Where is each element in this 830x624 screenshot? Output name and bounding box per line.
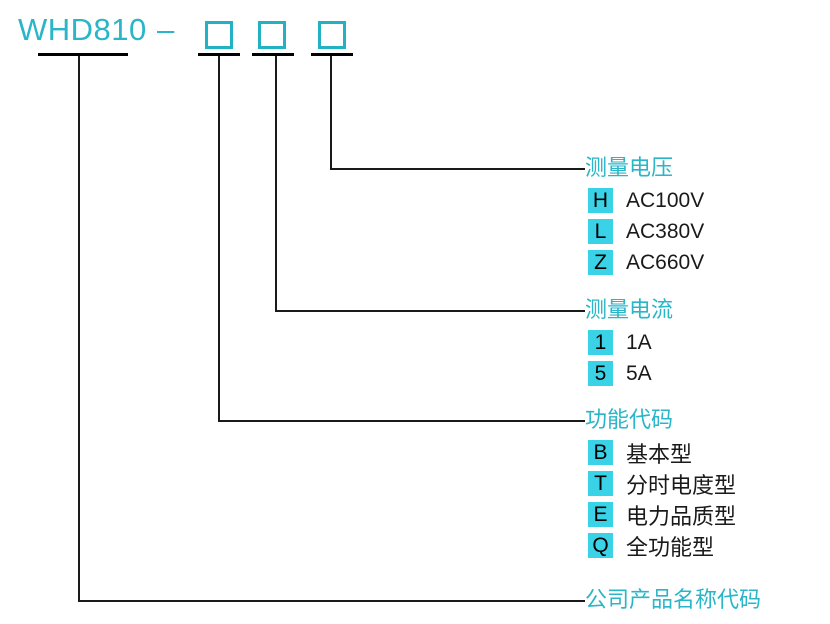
model-separator-dash: – [157, 12, 175, 47]
list-item: 1 1A [585, 327, 673, 358]
code-description: AC380V [626, 219, 705, 243]
code-description: 5A [626, 361, 652, 385]
function-code-underline [198, 53, 240, 56]
code-description: 全功能型 [626, 534, 715, 560]
list-item: T 分时电度型 [585, 468, 736, 499]
connector-product-name-lead [78, 600, 585, 602]
list-item: H AC100V [585, 185, 704, 216]
list-item: Z AC660V [585, 247, 704, 278]
connector-product-name-vertical [78, 56, 80, 602]
product-name-code-label: 公司产品名称代码 [585, 587, 762, 612]
measure-current-slot[interactable] [258, 21, 286, 49]
group-measure-current: 测量电流 1 1A 5 5A [585, 297, 673, 389]
code-badge: E [588, 502, 613, 527]
connector-function-code-vertical [218, 56, 220, 422]
measure-current-underline [252, 53, 294, 56]
group-function-code-rows: B 基本型 T 分时电度型 E 电力品质型 Q 全功能型 [585, 437, 736, 561]
code-badge: L [588, 219, 613, 244]
code-description: 分时电度型 [626, 472, 737, 498]
code-badge: 1 [588, 330, 613, 355]
model-name-underline [38, 53, 128, 56]
code-badge: Z [588, 250, 613, 275]
group-measure-current-rows: 1 1A 5 5A [585, 327, 673, 389]
model-name: WHD810 [18, 12, 147, 47]
connector-measure-voltage-lead [330, 168, 585, 170]
group-measure-voltage-rows: H AC100V L AC380V Z AC660V [585, 185, 704, 278]
code-description: 基本型 [626, 441, 693, 467]
connector-function-code-lead [218, 420, 585, 422]
code-badge: 5 [588, 361, 613, 386]
list-item: 5 5A [585, 358, 673, 389]
code-badge: H [588, 188, 613, 213]
group-function-code: 功能代码 B 基本型 T 分时电度型 E 电力品质型 Q 全功能型 [585, 407, 736, 561]
list-item: E 电力品质型 [585, 499, 736, 530]
code-description: 1A [626, 330, 652, 354]
group-measure-current-title: 测量电流 [585, 297, 674, 322]
list-item: B 基本型 [585, 437, 736, 468]
list-item: L AC380V [585, 216, 704, 247]
measure-voltage-underline [311, 53, 353, 56]
code-badge: Q [588, 533, 613, 558]
group-function-code-title: 功能代码 [585, 407, 674, 432]
connector-measure-current-vertical [275, 56, 277, 312]
function-code-slot[interactable] [205, 21, 233, 49]
group-measure-voltage-title: 测量电压 [585, 155, 674, 180]
group-measure-voltage: 测量电压 H AC100V L AC380V Z AC660V [585, 155, 704, 278]
list-item: Q 全功能型 [585, 530, 736, 561]
measure-voltage-slot[interactable] [318, 21, 346, 49]
connector-measure-voltage-vertical [330, 56, 332, 170]
connector-measure-current-lead [275, 310, 585, 312]
code-description: AC100V [626, 188, 705, 212]
code-description: 电力品质型 [626, 503, 737, 529]
code-description: AC660V [626, 250, 705, 274]
code-badge: T [588, 471, 613, 496]
code-badge: B [588, 440, 613, 465]
